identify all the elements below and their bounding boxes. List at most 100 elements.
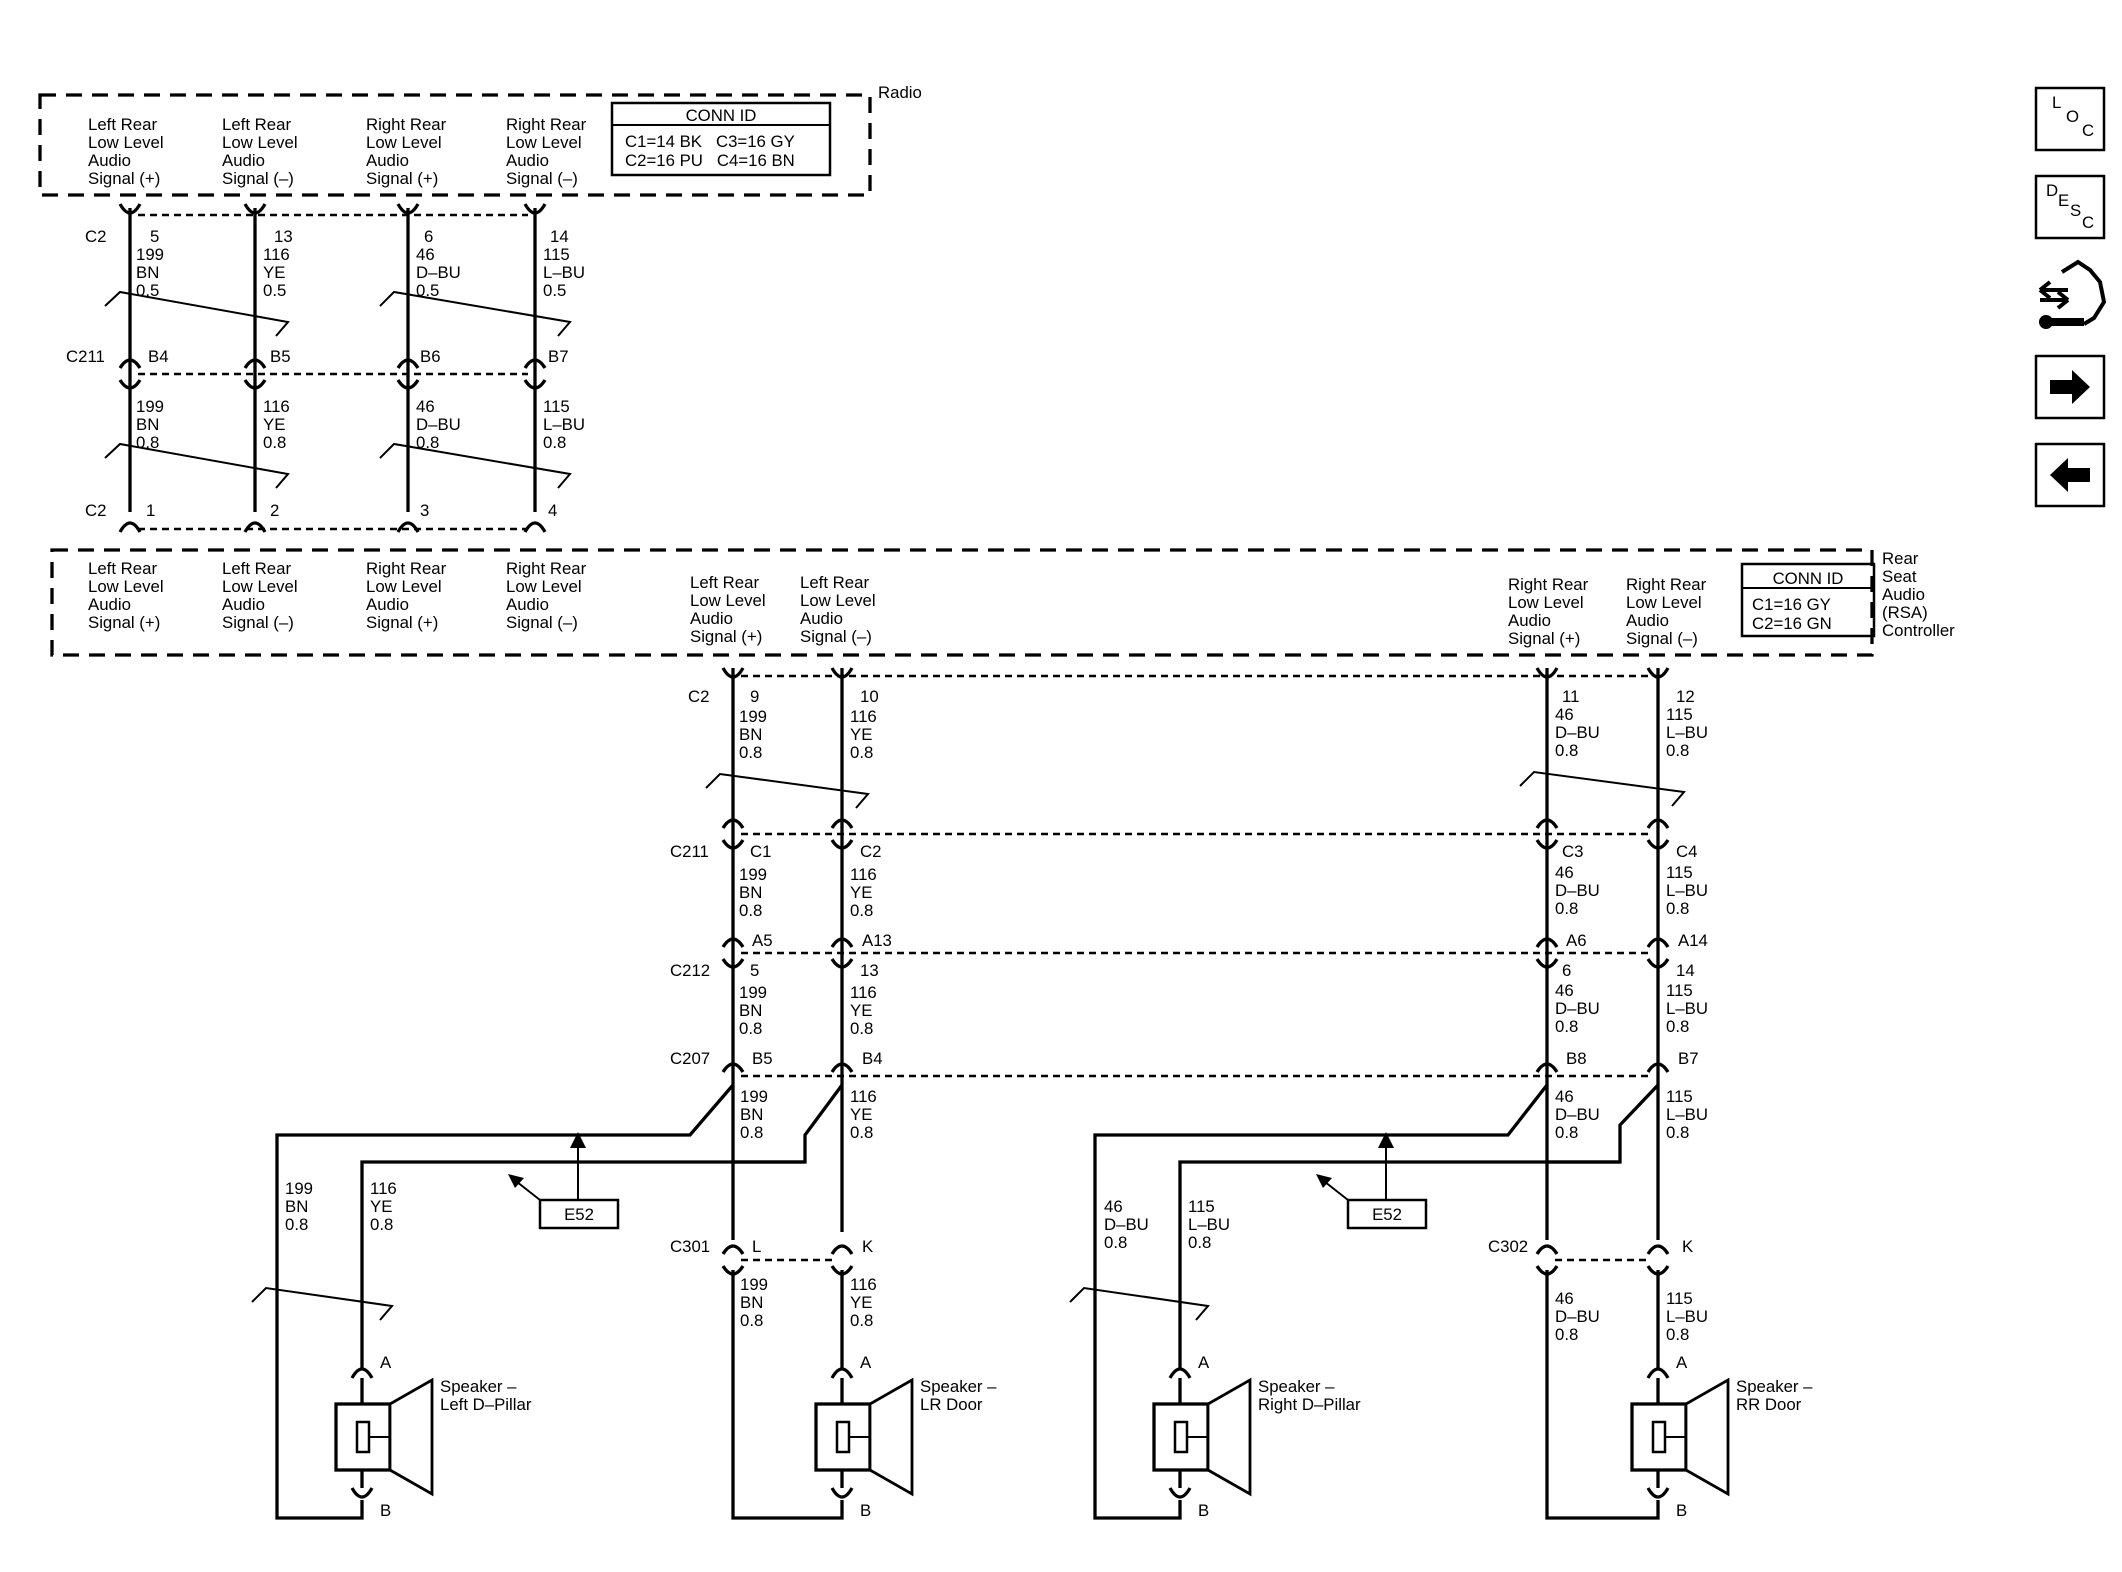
svg-text:199: 199 — [739, 707, 767, 726]
desc-icon[interactable]: D E S C — [2034, 174, 2106, 240]
svg-text:Audio: Audio — [88, 595, 131, 614]
svg-text:Signal (–): Signal (–) — [506, 613, 578, 632]
svg-text:Left Rear: Left Rear — [222, 559, 291, 578]
svg-text:C1=14 BK C3=16 GY: C1=14 BK C3=16 GY — [625, 132, 795, 151]
svg-text:199: 199 — [740, 1275, 768, 1294]
speaker-lr-door: A B Speaker – LR Door — [814, 1353, 997, 1520]
svg-text:0.8: 0.8 — [543, 433, 566, 452]
svg-text:B8: B8 — [1566, 1049, 1587, 1068]
svg-text:1: 1 — [146, 501, 155, 520]
svg-text:D–BU: D–BU — [1555, 1307, 1600, 1326]
svg-text:S: S — [2070, 201, 2081, 220]
svg-text:YE: YE — [850, 883, 872, 902]
svg-text:D–BU: D–BU — [416, 263, 461, 282]
arrow-diagonal-icon — [508, 1174, 524, 1188]
svg-text:Right Rear: Right Rear — [1626, 575, 1707, 594]
svg-text:Right Rear: Right Rear — [366, 559, 447, 578]
svg-text:B: B — [1198, 1501, 1209, 1520]
svg-text:Signal (–): Signal (–) — [800, 627, 872, 646]
svg-text:Left Rear: Left Rear — [222, 115, 291, 134]
svg-text:Signal (+): Signal (+) — [366, 613, 438, 632]
left-speaker-wiring: 199 BN 0.8 116 YE 0.8 199 BN 0.8 116 YE … — [251, 1080, 877, 1520]
svg-text:A: A — [380, 1353, 392, 1372]
svg-text:0.8: 0.8 — [1666, 741, 1689, 760]
svg-text:Audio: Audio — [366, 151, 409, 170]
svg-text:C211: C211 — [670, 842, 709, 861]
svg-text:B: B — [860, 1501, 871, 1520]
e52-reference-right[interactable] — [1346, 1198, 1428, 1230]
svg-text:Controller: Controller — [1882, 621, 1955, 640]
svg-text:Rear: Rear — [1882, 549, 1919, 568]
c207-connector: C207 B5 B4 B8 B7 — [670, 1049, 1699, 1073]
svg-text:115: 115 — [1188, 1197, 1215, 1216]
svg-text:Signal (+): Signal (+) — [690, 627, 762, 646]
svg-text:Signal (–): Signal (–) — [1626, 629, 1698, 648]
rsa-input-2: Left Rear Low Level Audio Signal (–) — [222, 559, 298, 632]
svg-text:12: 12 — [1676, 687, 1695, 706]
svg-text:0.8: 0.8 — [1555, 1017, 1578, 1036]
svg-text:CONN ID: CONN ID — [686, 106, 757, 125]
svg-text:Low Level: Low Level — [506, 577, 582, 596]
radio-signal-3: Right Rear Low Level Audio Signal (+) — [366, 115, 447, 188]
svg-text:Signal (–): Signal (–) — [222, 613, 294, 632]
svg-text:L: L — [2052, 93, 2061, 112]
svg-text:11: 11 — [1562, 687, 1579, 706]
svg-text:Signal (–): Signal (–) — [506, 169, 578, 188]
svg-text:BN: BN — [739, 1001, 762, 1020]
svg-text:Right Rear: Right Rear — [506, 115, 587, 134]
rsa-c2-output-connector: C2 9 10 11 12 199 BN 0.8 116 YE 0.8 46 D… — [688, 667, 1708, 762]
svg-text:Signal (+): Signal (+) — [88, 169, 160, 188]
rsa-controller-label: Rear Seat Audio (RSA) Controller — [1882, 549, 1955, 640]
svg-text:YE: YE — [263, 263, 285, 282]
svg-text:B5: B5 — [270, 347, 291, 366]
e52-reference-left[interactable] — [538, 1198, 620, 1230]
svg-text:Audio: Audio — [506, 151, 549, 170]
svg-text:E: E — [2058, 191, 2069, 210]
rsa-output-3: Right Rear Low Level Audio Signal (+) — [1508, 575, 1589, 648]
svg-text:C2=16 PU C4=16 BN: C2=16 PU C4=16 BN — [625, 151, 795, 170]
radio-signal-2: Left Rear Low Level Audio Signal (–) — [222, 115, 298, 188]
loc-icon[interactable]: L O C — [2034, 86, 2106, 152]
svg-text:46: 46 — [416, 397, 435, 416]
svg-text:116: 116 — [263, 397, 290, 416]
tools-icon[interactable] — [2038, 259, 2107, 329]
speaker-right-d-pillar: A B Speaker – Right D–Pillar — [1152, 1353, 1361, 1520]
speaker-icon — [388, 1377, 434, 1497]
radio-box — [38, 93, 872, 197]
svg-text:D–BU: D–BU — [1555, 881, 1600, 900]
svg-text:2: 2 — [270, 501, 279, 520]
radio-wire-labels: 199 BN 0.5 116 YE 0.5 46 D–BU 0.5 115 L–… — [136, 245, 585, 300]
svg-text:6: 6 — [424, 227, 433, 246]
svg-text:Signal (–): Signal (–) — [222, 169, 294, 188]
next-arrow-icon[interactable] — [2034, 354, 2106, 420]
svg-text:C301: C301 — [670, 1237, 710, 1256]
svg-text:0.8: 0.8 — [1666, 1017, 1689, 1036]
svg-text:0.8: 0.8 — [1555, 899, 1578, 918]
svg-text:Right D–Pillar: Right D–Pillar — [1258, 1395, 1361, 1414]
svg-text:B5: B5 — [752, 1049, 773, 1068]
svg-text:C302: C302 — [1488, 1237, 1528, 1256]
svg-text:B4: B4 — [862, 1049, 883, 1068]
svg-text:D–BU: D–BU — [416, 415, 461, 434]
svg-text:116: 116 — [850, 707, 877, 726]
svg-text:A13: A13 — [862, 931, 892, 950]
svg-text:Audio: Audio — [1508, 611, 1551, 630]
svg-text:0.5: 0.5 — [543, 281, 566, 300]
svg-text:46: 46 — [416, 245, 435, 264]
svg-text:BN: BN — [136, 263, 159, 282]
radio-label: Radio — [878, 83, 922, 102]
svg-text:C1: C1 — [750, 842, 771, 861]
radio-conn-id-table: CONN ID C1=14 BK C3=16 GY C2=16 PU C4=16… — [610, 101, 832, 177]
upper-harness — [104, 208, 572, 531]
svg-text:Low Level: Low Level — [88, 133, 164, 152]
svg-text:115: 115 — [1666, 1289, 1693, 1308]
svg-text:0.8: 0.8 — [1104, 1233, 1127, 1252]
svg-text:A5: A5 — [752, 931, 773, 950]
svg-text:0.8: 0.8 — [850, 1019, 873, 1038]
svg-text:116: 116 — [370, 1179, 397, 1198]
svg-text:115: 115 — [543, 245, 570, 264]
rsa-input-3: Right Rear Low Level Audio Signal (+) — [366, 559, 447, 632]
previous-arrow-icon[interactable] — [2034, 442, 2106, 508]
svg-text:D–BU: D–BU — [1555, 723, 1600, 742]
svg-text:E52: E52 — [1372, 1205, 1402, 1224]
